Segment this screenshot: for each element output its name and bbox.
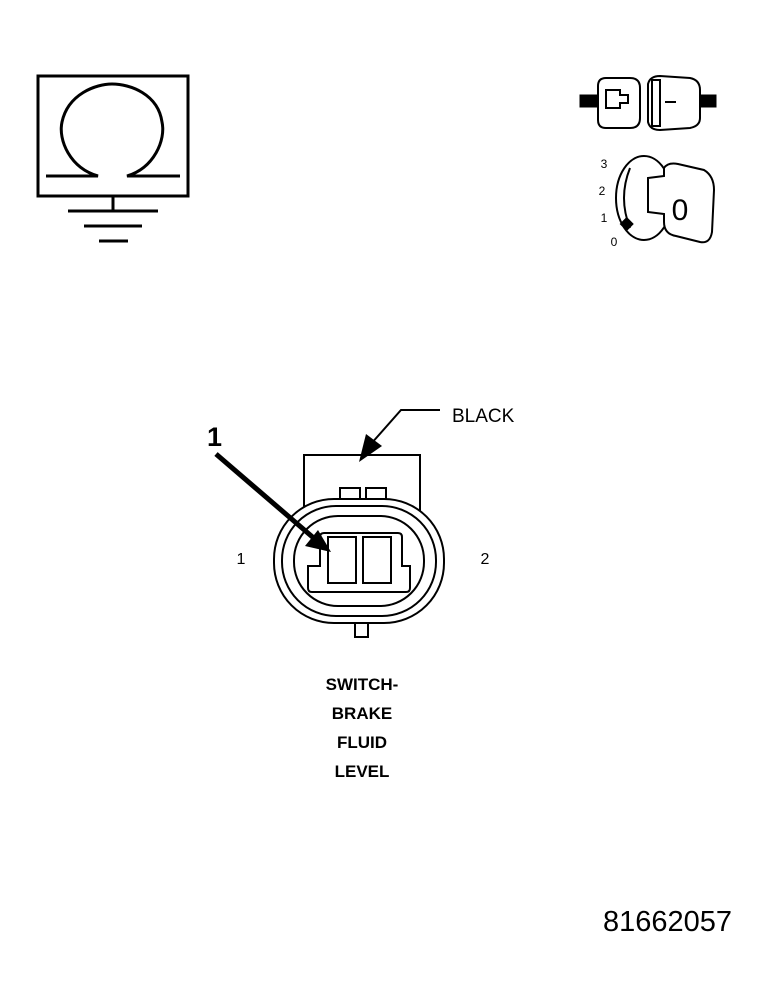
color-leader xyxy=(359,409,440,462)
connector-face xyxy=(273,454,445,638)
connector-bottom-key xyxy=(354,622,369,638)
ohmmeter-icon xyxy=(36,74,190,243)
figure-id: 81662057 xyxy=(603,906,732,938)
wire-right xyxy=(699,94,717,108)
callout-arrow xyxy=(214,452,331,552)
component-name-line-1: SWITCH- xyxy=(326,675,399,694)
omega-glyph xyxy=(46,82,180,178)
plug-female-band xyxy=(651,79,661,127)
pin-label-1: 1 xyxy=(237,551,246,568)
plug-male-slot xyxy=(605,89,629,109)
component-name-line-3: FLUID xyxy=(337,733,387,752)
terminal-pin-2 xyxy=(362,536,392,584)
pin-label-2: 2 xyxy=(481,551,490,568)
ignition-position-3: 3 xyxy=(601,157,608,171)
ignition-key-marker: 0 xyxy=(672,194,689,227)
ignition-position-0: 0 xyxy=(611,235,618,249)
component-name-line-2: BRAKE xyxy=(332,704,392,723)
callout-arrowhead xyxy=(305,530,331,552)
component-name-line-4: LEVEL xyxy=(335,762,390,781)
callout-arrow-line xyxy=(214,452,318,542)
ignition-position-2: 2 xyxy=(599,184,606,198)
ignition-position-1: 1 xyxy=(601,211,608,225)
color-leader-arrowhead xyxy=(359,434,382,462)
terminal-pin-1 xyxy=(327,536,357,584)
ignition-key xyxy=(647,162,716,244)
callout-number: 1 xyxy=(207,422,222,452)
ignition-pointer xyxy=(619,216,634,232)
connector-disconnect-icon xyxy=(579,74,717,132)
connector-color-label: BLACK xyxy=(452,406,515,427)
ignition-switch-icon xyxy=(615,155,716,244)
color-leader-line xyxy=(369,409,440,446)
